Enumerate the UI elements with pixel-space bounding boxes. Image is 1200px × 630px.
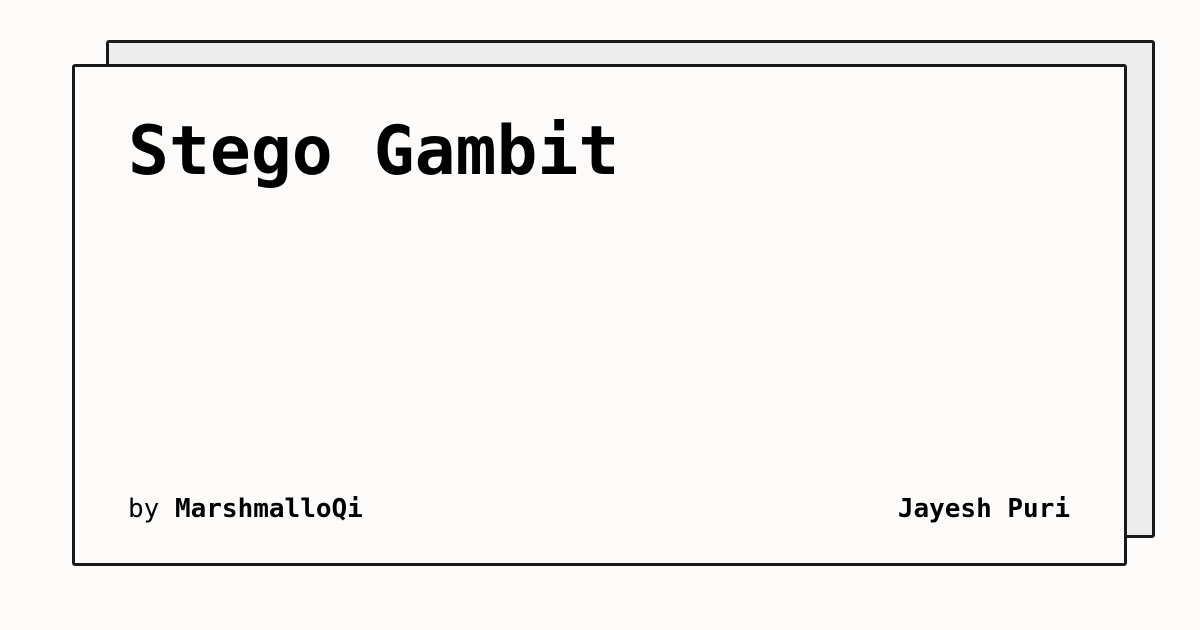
author-name: MarshmalloQi bbox=[174, 494, 363, 524]
byline: by MarshmalloQi bbox=[128, 492, 363, 526]
byline-prefix: by bbox=[128, 494, 160, 524]
page-title: Stego Gambit bbox=[128, 112, 620, 191]
credit-name: Jayesh Puri bbox=[897, 494, 1070, 524]
main-card bbox=[72, 64, 1127, 566]
